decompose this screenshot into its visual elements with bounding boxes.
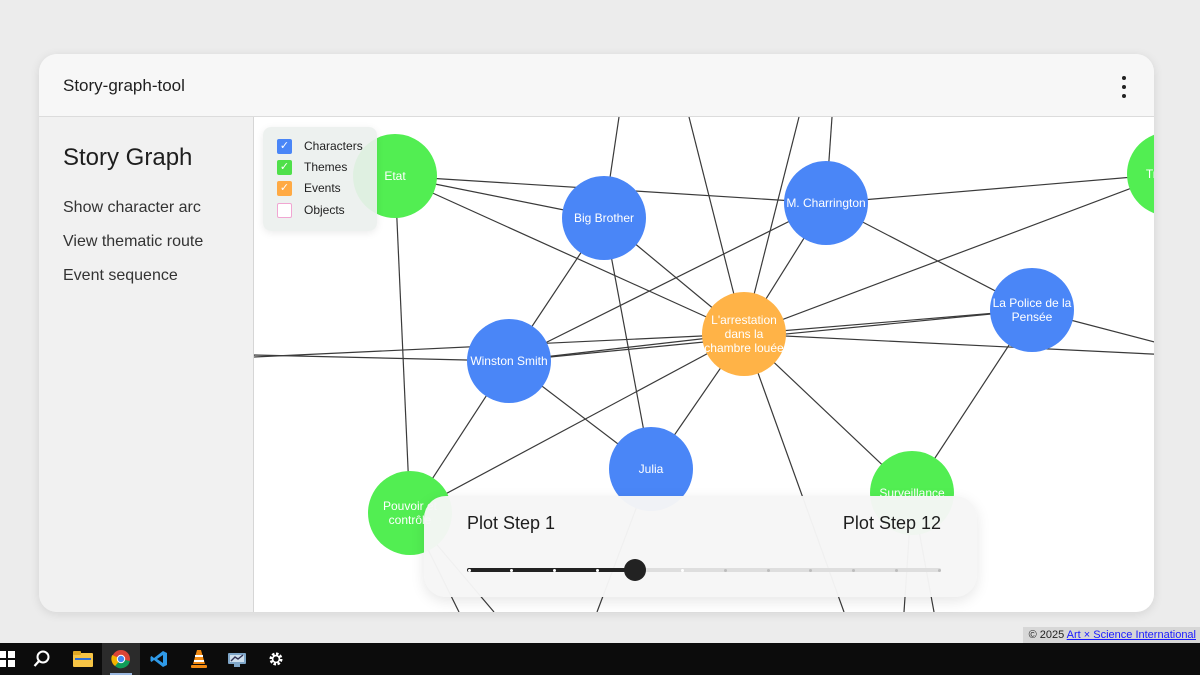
sidebar-heading: Story Graph — [63, 144, 193, 171]
node-label: Etat — [384, 169, 406, 183]
graph-edge-arrestation-etat — [394, 175, 745, 335]
node-label: Big Brother — [574, 211, 634, 225]
graph-node-trahison[interactable]: Trahison — [1127, 132, 1154, 216]
graph-node-big-brother[interactable]: Big Brother — [562, 176, 646, 260]
vscode-icon[interactable] — [140, 643, 178, 675]
network-monitor-icon[interactable] — [218, 643, 256, 675]
nav-view-thematic-route[interactable]: View thematic route — [63, 233, 204, 250]
legend-label: Objects — [304, 203, 345, 217]
sidebar: Story Graph Show character arc View them… — [39, 117, 254, 612]
vlc-icon[interactable] — [180, 643, 218, 675]
slider-tick — [723, 568, 727, 572]
copyright-notice: © 2025 Art × Science International — [1022, 627, 1200, 643]
legend-panel: ✓ Characters ✓ Themes ✓ Events Objects — [263, 127, 377, 231]
chrome-icon[interactable] — [102, 643, 140, 675]
more-options-icon[interactable] — [1114, 76, 1134, 98]
checkbox-icon[interactable]: ✓ — [277, 180, 292, 196]
graph-node-winston[interactable]: Winston Smith — [467, 319, 551, 403]
node-circle[interactable] — [990, 268, 1074, 352]
legend-item-themes[interactable]: ✓ Themes — [277, 159, 347, 175]
slider-tick — [510, 568, 514, 572]
legend-item-characters[interactable]: ✓ Characters — [277, 138, 363, 154]
graph-edge-charrington-trahison — [825, 174, 1154, 204]
node-label: Trahison — [1146, 167, 1154, 181]
copyright-link[interactable]: Art × Science International — [1066, 629, 1196, 641]
file-explorer-icon[interactable] — [64, 643, 102, 675]
app-window: Story-graph-tool Story Graph Show charac… — [39, 54, 1154, 612]
slider-tick — [595, 568, 599, 572]
graph-edge-etat-pouvoir — [394, 175, 411, 514]
graph-edge-arrestation-pouvoir — [409, 333, 745, 514]
node-circle[interactable] — [467, 319, 551, 403]
copyright-text: © 2025 — [1028, 629, 1067, 641]
settings-gear-icon[interactable] — [257, 643, 295, 675]
graph-edge-winston-charrington — [508, 202, 827, 362]
graph-node-charrington[interactable]: M. Charrington — [784, 161, 868, 245]
node-circle[interactable] — [1127, 132, 1154, 216]
taskbar — [0, 643, 1200, 675]
node-label: Julia — [639, 462, 664, 476]
slider-fill — [467, 568, 635, 572]
node-circle[interactable] — [609, 427, 693, 511]
title-bar: Story-graph-tool — [39, 54, 1154, 117]
graph-edge-arrestation-violence — [743, 333, 1154, 355]
slider-tick — [852, 568, 856, 572]
legend-item-events[interactable]: ✓ Events — [277, 180, 341, 196]
plot-step-end-label: Plot Step 12 — [842, 513, 941, 533]
windows-start-icon[interactable] — [0, 643, 26, 675]
slider-tick — [937, 568, 941, 572]
slider-tick — [894, 568, 898, 572]
search-icon[interactable] — [23, 643, 61, 675]
node-label: Winston Smith — [470, 354, 547, 368]
slider-tick — [467, 568, 471, 572]
plot-step-panel: Plot Step 1 Plot Step 12 — [424, 496, 977, 597]
graph-edge-arrestation-trahison — [743, 179, 1154, 335]
checkbox-icon[interactable]: ✓ — [277, 138, 292, 154]
node-circle[interactable] — [702, 292, 786, 376]
node-circle[interactable] — [562, 176, 646, 260]
graph-node-julia[interactable]: Julia — [609, 427, 693, 511]
slider-tick — [552, 568, 556, 572]
app-title: Story-graph-tool — [63, 76, 185, 95]
plot-step-slider[interactable] — [467, 559, 941, 581]
checkbox-icon[interactable] — [277, 202, 292, 218]
graph-edge-big-brother-julia — [603, 217, 652, 470]
node-circle[interactable] — [784, 161, 868, 245]
legend-label: Characters — [304, 139, 363, 153]
legend-item-objects[interactable]: Objects — [277, 202, 345, 218]
slider-thumb[interactable] — [623, 559, 646, 581]
slider-tick — [681, 568, 685, 572]
nav-show-character-arc[interactable]: Show character arc — [63, 199, 201, 216]
checkbox-icon[interactable]: ✓ — [277, 159, 292, 175]
legend-label: Themes — [304, 160, 348, 174]
graph-edge-arrestation-police — [743, 309, 1033, 335]
legend-label: Events — [304, 181, 341, 195]
slider-tick — [766, 568, 770, 572]
slider-tick — [809, 568, 813, 572]
plot-step-start-label: Plot Step 1 — [467, 513, 556, 533]
graph-edge — [254, 354, 510, 362]
nav-event-sequence[interactable]: Event sequence — [63, 267, 178, 284]
node-label: M. Charrington — [786, 196, 865, 210]
